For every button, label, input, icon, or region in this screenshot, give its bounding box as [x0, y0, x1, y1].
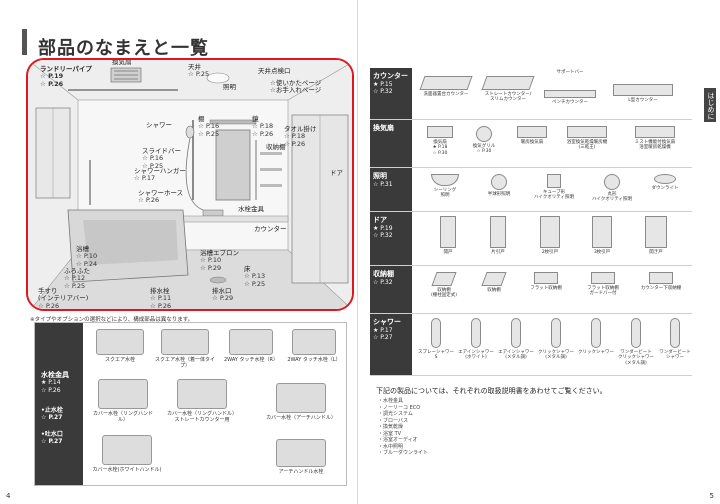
left-page: 部品のなまえと一覧 — [0, 0, 358, 504]
shower-item: クリックシャワー — [576, 318, 616, 355]
ventilation-item: ミスト機能付換気扇 浴室暖房乾燥機 — [622, 126, 688, 151]
shower-item: クリックシャワー (メタル調) — [536, 318, 576, 361]
label-light: 照明 — [223, 83, 236, 91]
list-item: ・浴室 TV — [378, 430, 402, 437]
title-accent-bar — [22, 29, 27, 55]
faucet-item: カバー水栓（リングハンドル） ストレートカウンター用 — [159, 379, 245, 423]
category-lighting: 照明☆ P.31 シーリング 照明 半球形照明 キューブ形 ハイクオリティ照明 … — [370, 168, 692, 212]
counter-item: ベンチカウンター — [540, 90, 600, 105]
bathroom-drawing — [28, 60, 352, 309]
label-shelf: 棚☆ P.16 ☆ P.25 — [198, 115, 220, 138]
ventilation-item: 暖房換気扇 — [510, 126, 554, 145]
faucet-item: スクエア水栓（着一体タイプ） — [153, 329, 217, 369]
label-shower-hanger: シャワーハンガー☆ P.17 — [134, 167, 186, 183]
page-title: 部品のなまえと一覧 — [38, 38, 209, 59]
footnote: ※タイプやオプションの選択などにより、構成部品は異なります。 — [30, 317, 194, 323]
side-tab-intro[interactable]: はじめに — [704, 88, 716, 122]
label-ceiling: 天井☆ P.25 — [188, 63, 210, 79]
shower-item: ワンダービート クリックシャワー (メタル調) — [616, 318, 656, 366]
list-item: ・浴室オーディオ — [378, 437, 418, 443]
faucet-item: スクエア水栓 — [91, 329, 149, 363]
lighting-item: シーリング 照明 — [420, 174, 470, 199]
label-ventilation-fan: 換気扇 — [112, 58, 132, 66]
list-item: ・ブルーダウンライト — [378, 450, 429, 456]
lighting-item: 丸形 ハイクオリティ照明 — [584, 174, 640, 203]
label-door: ドア — [330, 169, 343, 177]
shower-item: エアインシャワー (ホワイト) — [456, 318, 496, 361]
faucet-section: 水栓金具★ P.14 ☆ P.26 •止水栓 ☆ P.27 •吐水口 ☆ P.2… — [34, 322, 347, 486]
label-bath-lid: ふろふた☆ P.12 ☆ P.25 — [64, 267, 90, 290]
label-towel-bar: タオル掛け☆ P.18 ☆ P.26 — [284, 125, 317, 148]
counter-item: L型カウンター — [606, 84, 680, 103]
faucet-category-label: 水栓金具★ P.14 ☆ P.26 •止水栓 ☆ P.27 •吐水口 ☆ P.2… — [35, 323, 83, 485]
storage-item: フラット収納棚 ガードバー付 — [576, 272, 630, 297]
bathroom-illustration: ランドリーパイプ☆ P.19 ☆ P.26 換気扇 天井☆ P.25 照明 天井… — [26, 58, 354, 311]
door-item: 2枚引戸 — [530, 216, 570, 255]
category-ventilation: 換気扇 換気扇★ P.18 ☆ P.30 換気グリル☆ P.30 暖房換気扇 浴… — [370, 120, 692, 168]
label-bathtub: 浴槽☆ P.10 ☆ P.24 — [76, 245, 98, 268]
faucet-item: 2WAY タッチ水栓（L） — [283, 329, 345, 363]
counter-item: ストレートカウンター/ スリムカウンター — [480, 76, 536, 103]
faucet-item: カバー水栓（リングハンドル） — [91, 379, 155, 423]
label-shower: シャワー — [146, 121, 172, 129]
label-shower-hose: シャワーホース☆ P.26 — [138, 189, 184, 205]
label-mirror: 鏡☆ P.18 ☆ P.26 — [252, 115, 274, 138]
label-counter: カウンター — [254, 225, 287, 233]
list-item: ・ノーリーコ ECO — [378, 404, 421, 411]
faucet-item: アーチハンドル水栓 — [261, 439, 341, 475]
label-storage-shelf: 収納棚 — [266, 143, 286, 151]
door-item: 3枚引戸 — [582, 216, 622, 255]
lighting-item: ダウンライト — [642, 174, 688, 191]
ventilation-item: 換気扇★ P.18 ☆ P.30 — [420, 126, 460, 156]
label-drain-outlet: 排水口☆ P.29 — [212, 287, 234, 303]
storage-item: カウンター下収納棚 — [632, 272, 690, 291]
door-item: 開き戸 — [636, 216, 676, 255]
category-shower: シャワー★ P.17 ☆ P.27 スプレーシャワー S エアインシャワー (ホ… — [370, 314, 692, 376]
ventilation-item: 浴室換気乾燥暖房機 (三乾王) — [556, 126, 618, 151]
storage-item: 収納棚 (棚柱固定式) — [422, 272, 466, 299]
counter-item: サポートバー — [556, 70, 584, 75]
label-handrail: 手すり (インテリアバー)☆ P.26 — [38, 287, 89, 310]
list-item: ・調光システム — [378, 411, 413, 417]
ventilation-item: 換気グリル☆ P.30 — [464, 126, 504, 155]
label-slide-bar: スライドバー☆ P.16 ☆ P.25 — [142, 147, 181, 170]
list-item: ・ブローバス — [378, 417, 408, 424]
page-number-right: 5 — [709, 492, 714, 500]
category-door: ドア★ P.19 ☆ P.32 開戸 片引戸 2枚引戸 3枚引戸 開き戸 — [370, 212, 692, 266]
faucet-item: 2WAY タッチ水栓（R） — [221, 329, 281, 363]
right-page: はじめに カウンター★ P.15 ☆ P.32 洗面器置台カウンター ストレート… — [362, 0, 720, 504]
faucet-item: カバー水栓(ホワイトハンドル) — [91, 435, 163, 473]
list-item: ・水中照明 — [378, 443, 404, 450]
door-item: 片引戸 — [480, 216, 516, 255]
label-ceiling-hatch: 天井点検口 — [258, 67, 291, 75]
shower-item: エアインシャワー (メタル調) — [496, 318, 536, 361]
label-bath-apron: 浴槽エプロン☆ P.10 ☆ P.29 — [200, 249, 239, 272]
shower-item: ワンダービート シャワー — [656, 318, 694, 361]
category-storage: 収納棚☆ P.32 収納棚 (棚柱固定式) 収納棚 フラット収納棚 フラット収納… — [370, 266, 692, 314]
list-item: ・水栓金具 — [378, 398, 404, 404]
page-number-left: 4 — [6, 492, 11, 500]
label-drain-plug: 排水栓☆ P.11 ☆ P.26 — [150, 287, 172, 310]
storage-item: 収納棚 — [472, 272, 516, 293]
lighting-item: 半球形照明 — [474, 174, 524, 197]
counter-item: 洗面器置台カウンター — [418, 76, 474, 97]
storage-item: フラット収納棚 — [520, 272, 572, 291]
manual-product-list: ・水栓金具 ・ノーリーコ ECO ・調光システム ・ブローバス ・換気乾燥 ・浴… — [378, 398, 428, 457]
shower-item: スプレーシャワー S — [416, 318, 456, 361]
faucet-item: カバー水栓（アーチハンドル） — [261, 383, 341, 421]
label-floor: 床☆ P.13 ☆ P.25 — [244, 265, 266, 288]
category-counter: カウンター★ P.15 ☆ P.32 洗面器置台カウンター ストレートカウンター… — [370, 68, 692, 120]
lighting-item: キューブ形 ハイクオリティ照明 — [526, 174, 582, 201]
label-legend: ☆使いかたページ ☆お手入れページ — [270, 79, 322, 95]
label-laundry-pipe: ランドリーパイプ☆ P.19 ☆ P.26 — [40, 65, 92, 88]
label-faucet: 水栓金具 — [238, 205, 264, 213]
door-item: 開戸 — [430, 216, 466, 255]
manual-notice: 下記の製品については、それぞれの取扱説明書をあわせてご覧ください。 — [376, 387, 607, 395]
list-item: ・換気乾燥 — [378, 424, 404, 430]
